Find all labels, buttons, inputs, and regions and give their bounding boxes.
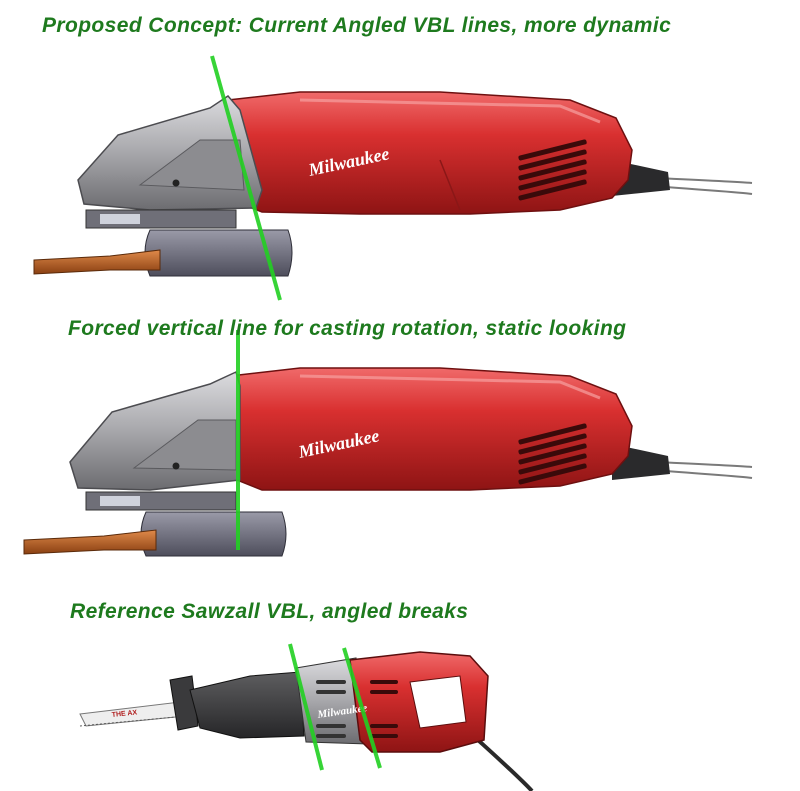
caption-forced-vertical: Forced vertical line for casting rotatio… [68,317,627,340]
saw-blade-label: THE AX [111,709,137,719]
caption-proposed-concept: Proposed Concept: Current Angled VBL lin… [42,14,672,37]
vbl-angled-line [210,55,282,301]
vbl-sawzall-line-1 [288,643,324,771]
reciprocating-saw-reference: THE AX Milwaukee [79,643,534,791]
angle-grinder-proposed: Milwaukee [33,55,753,301]
angle-grinder-forced-vertical: Milwaukee [23,330,753,557]
caption-reference-sawzall: Reference Sawzall VBL, angled breaks [70,600,469,623]
vbl-sawzall-line-2 [342,647,382,769]
